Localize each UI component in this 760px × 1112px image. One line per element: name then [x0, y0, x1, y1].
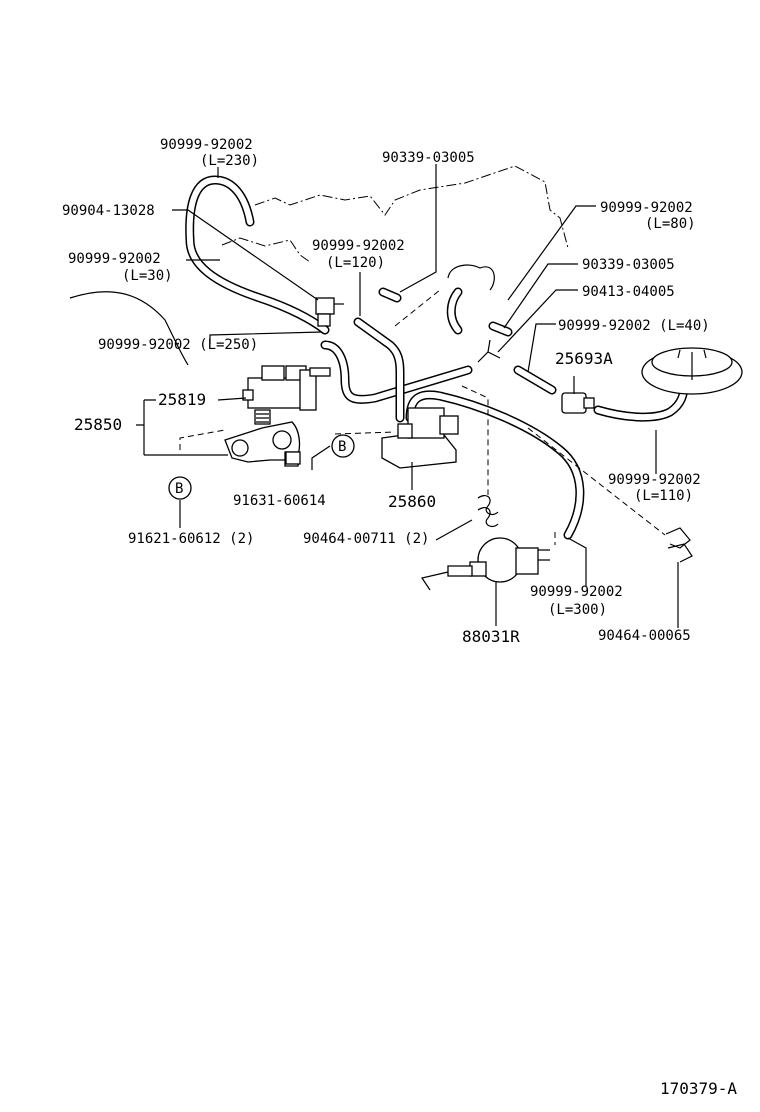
vsv-25860 [381, 407, 459, 469]
clamp-90464-00065 [665, 527, 693, 563]
check-valve-25693A [561, 392, 595, 414]
engine-outline [69, 165, 569, 366]
label-hose-l300-length: (L=300) [548, 602, 607, 618]
label-hose-l110-part: 90999-92002 [608, 472, 701, 488]
label-hose-l110-length: (L=110) [634, 488, 693, 504]
label-hose-l250: 90999-92002 (L=250) [98, 337, 258, 353]
label-hose-l30-length: (L=30) [122, 268, 173, 284]
figure-id: 170379-A [660, 1079, 737, 1098]
label-clip-90339-top: 90339-03005 [382, 150, 475, 166]
label-hose-l120-length: (L=120) [326, 255, 385, 271]
label-hose-l80-length: (L=80) [645, 216, 696, 232]
label-part-90904: 90904-13028 [62, 203, 155, 219]
ref-b-right-circle [331, 434, 355, 458]
label-hose-l230-part: 90999-92002 [160, 137, 253, 153]
ref-b-left-circle [168, 476, 192, 500]
label-hose-l230-length: (L=230) [200, 153, 259, 169]
label-hose-l300-part: 90999-92002 [530, 584, 623, 600]
label-part-25860: 25860 [388, 492, 436, 511]
label-bolt-91631: 91631-60614 [233, 493, 326, 509]
label-hose-l80-part: 90999-92002 [600, 200, 693, 216]
label-part-25850: 25850 [74, 415, 122, 434]
throttle-opener-88031R [421, 537, 550, 591]
label-hose-l40: 90999-92002 (L=40) [558, 318, 710, 334]
label-part-25693A: 25693A [555, 349, 613, 368]
label-clamp-90464-00711: 90464-00711 (2) [303, 531, 429, 547]
label-part-88031R: 88031R [462, 627, 520, 646]
dashed-guides [179, 289, 666, 545]
canister [641, 347, 743, 395]
label-ref-b-right: B [338, 439, 346, 455]
label-joint-90413: 90413-04005 [582, 284, 675, 300]
label-bolt-91621: 91621-60612 (2) [128, 531, 254, 547]
part-labels: 90999-92002 (L=230) 90339-03005 90999-92… [62, 137, 737, 1098]
label-part-25819: 25819 [158, 390, 206, 409]
label-ref-b-left: B [175, 481, 183, 497]
bolt-91631 [285, 451, 301, 465]
vsv-assembly-25819 [242, 365, 331, 425]
connector-90904 [315, 297, 344, 327]
leader-lines [136, 164, 679, 628]
three-way-joint-90413 [477, 339, 501, 363]
clamp-90464-00711 [477, 494, 499, 528]
label-hose-l120-part: 90999-92002 [312, 238, 405, 254]
label-clip-90339-right: 90339-03005 [582, 257, 675, 273]
label-hose-l30-part: 90999-92002 [68, 251, 161, 267]
label-clamp-90464-00065: 90464-00065 [598, 628, 691, 644]
